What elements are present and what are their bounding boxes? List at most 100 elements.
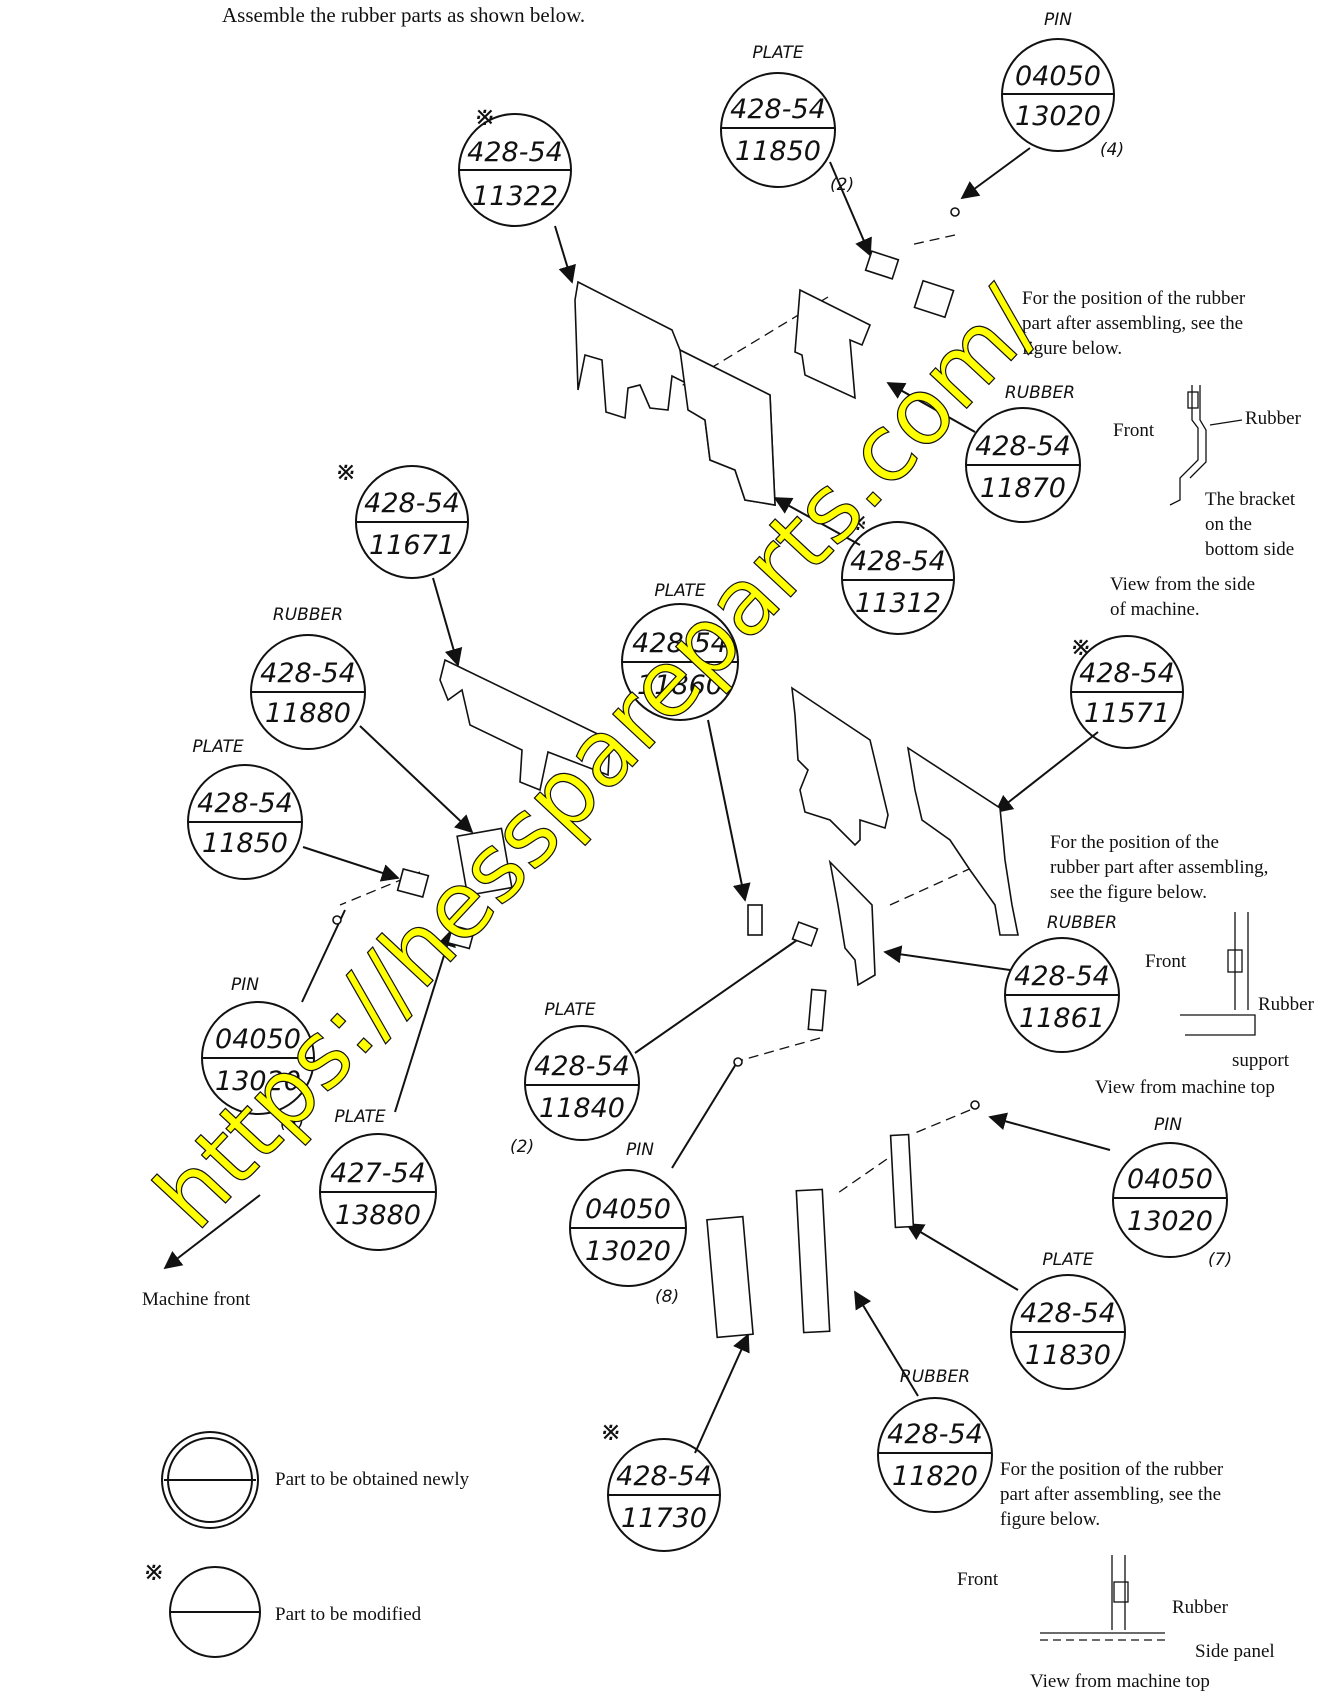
note-top-right: For the position of the rubber part afte… [1022,288,1246,359]
plate-11850-left [396,868,430,898]
page-heading: Assemble the rubber parts as shown below… [222,3,585,27]
svg-text:Front: Front [1113,420,1155,441]
svg-text:of machine.: of machine. [1110,599,1200,620]
svg-text:View from machine top: View from machine top [1030,1671,1210,1691]
callout-bottom: 11312 [855,588,941,619]
svg-text:on the: on the [1205,514,1252,535]
note-middle-right: For the position of the rubber part afte… [1050,832,1268,903]
callout-11880-rubber: 428-54 11880 RUBBER [250,605,366,750]
svg-text:View from the side: View from the side [1110,574,1255,595]
callout-top: 04050 [215,1024,301,1055]
svg-text:View from machine top: View from machine top [1095,1077,1275,1098]
legend: Part to be obtained newly ※ Part to be m… [143,1431,470,1658]
inset-top-view-1: Front Rubber support View from machine t… [1095,912,1315,1098]
callout-top: 428-54 [1079,658,1175,689]
callout-bottom: 13020 [1127,1206,1213,1237]
callout-11312: 428-54 11312 ※ [841,508,955,635]
callout-label: PIN [1044,10,1072,30]
callout-bottom: 11850 [735,136,821,167]
plate-11850-top [864,250,900,280]
callout-bottom: 11861 [1019,1003,1105,1034]
svg-text:part after assembling, see the: part after assembling, see the [1000,1484,1221,1505]
svg-text:Rubber: Rubber [1245,408,1302,429]
callout-label: PIN [1154,1115,1182,1135]
modified-mark: ※ [1070,632,1092,662]
plate-13880 [447,924,475,950]
callout-top: 428-54 [887,1419,983,1450]
callout-11571: 428-54 11571 ※ [1070,632,1184,749]
pin-left [332,915,342,925]
callout-top: 04050 [1015,61,1101,92]
callout-11840-plate: 428-54 11840 PLATE (2) [510,1000,640,1157]
callout-label: PLATE [334,1107,385,1127]
note-bottom-right: For the position of the rubber part afte… [1000,1459,1224,1530]
callout-label: RUBBER [1047,913,1117,933]
callout-top: 428-54 [197,788,293,819]
legend-modified-label: Part to be modified [275,1604,422,1625]
strip-11730 [706,1215,754,1339]
callout-bottom: 13020 [585,1236,671,1267]
svg-text:For the position of the rubber: For the position of the rubber [1022,288,1246,309]
callout-bottom: 11860 [637,670,723,701]
callout-11861-rubber: 428-54 11861 RUBBER [1004,913,1120,1053]
plate-top-right [913,279,955,319]
callout-11322: 428-54 11322 ※ [458,102,572,227]
callout-bottom: 11840 [539,1093,625,1124]
callout-11850-plate: 428-54 11850 PLATE (2) [720,43,854,195]
callout-pin-4: 04050 13020 PIN (4) [1001,10,1124,160]
modified-mark: ※ [600,1417,622,1447]
callout-bottom: 11671 [369,530,455,561]
rubber-11861 [828,859,876,987]
callout-qty: (7) [1208,1250,1232,1270]
callout-label: PLATE [1042,1250,1093,1270]
callout-11860-plate: 428-54 11860 PLATE [621,581,739,721]
inset-top-view-2: Front Rubber Side panel View from machin… [957,1555,1275,1691]
callout-11671: 428-54 11671 ※ [335,457,469,579]
callout-top: 428-54 [260,658,356,689]
callout-bottom: 11571 [1084,698,1170,729]
panel-11671 [439,658,611,792]
callout-bottom: 11830 [1025,1340,1111,1371]
callout-13880-plate: 427-54 13880 PLATE [319,1107,437,1251]
svg-text:figure below.: figure below. [1000,1509,1100,1530]
svg-text:rubber part after assembling,: rubber part after assembling, [1050,857,1268,878]
callout-label: PLATE [654,581,705,601]
svg-text:bottom side: bottom side [1205,539,1294,560]
rubber-11880 [456,827,513,897]
callout-top: 428-54 [730,94,826,125]
callout-top: 428-54 [1020,1298,1116,1329]
plate-11860 [747,904,763,936]
inset-side-view: Front Rubber The bracket on the bottom s… [1110,385,1302,620]
callout-bottom: 13020 [215,1066,301,1097]
callout-label: RUBBER [273,605,343,625]
callout-qty: (2) [510,1137,534,1157]
pin-top [950,207,960,217]
panel-11312 [679,348,776,506]
svg-text:Rubber: Rubber [1172,1597,1229,1618]
modified-mark: ※ [474,102,496,132]
callout-11830-plate: 428-54 11830 PLATE [1010,1250,1126,1390]
callout-11850-plate-left: 428-54 11850 PLATE [187,737,303,880]
callout-top: 428-54 [364,488,460,519]
pin-bottom [970,1100,980,1110]
svg-text:The bracket: The bracket [1205,489,1296,510]
callout-top: 428-54 [616,1461,712,1492]
svg-text:Rubber: Rubber [1258,994,1315,1015]
callout-qty: (3) [280,1113,304,1133]
callout-top: 428-54 [975,431,1071,462]
legend-new-label: Part to be obtained newly [275,1469,470,1490]
callout-pin-8: 04050 13020 PIN (8) [569,1140,687,1307]
svg-text:For the position of the: For the position of the [1050,832,1219,853]
callout-11870-rubber: 428-54 11870 RUBBER [965,383,1081,523]
callout-top: 428-54 [632,628,728,659]
callout-11730: 428-54 11730 ※ [600,1417,721,1552]
callout-label: PIN [626,1140,654,1160]
callout-top: 428-54 [1014,961,1110,992]
callout-top: 04050 [585,1194,671,1225]
pin-mid [733,1057,743,1067]
callout-label: PIN [231,975,259,995]
plate-lower-mid [807,988,827,1032]
rubber-11870 [794,288,872,400]
callout-bottom: 11880 [265,698,351,729]
